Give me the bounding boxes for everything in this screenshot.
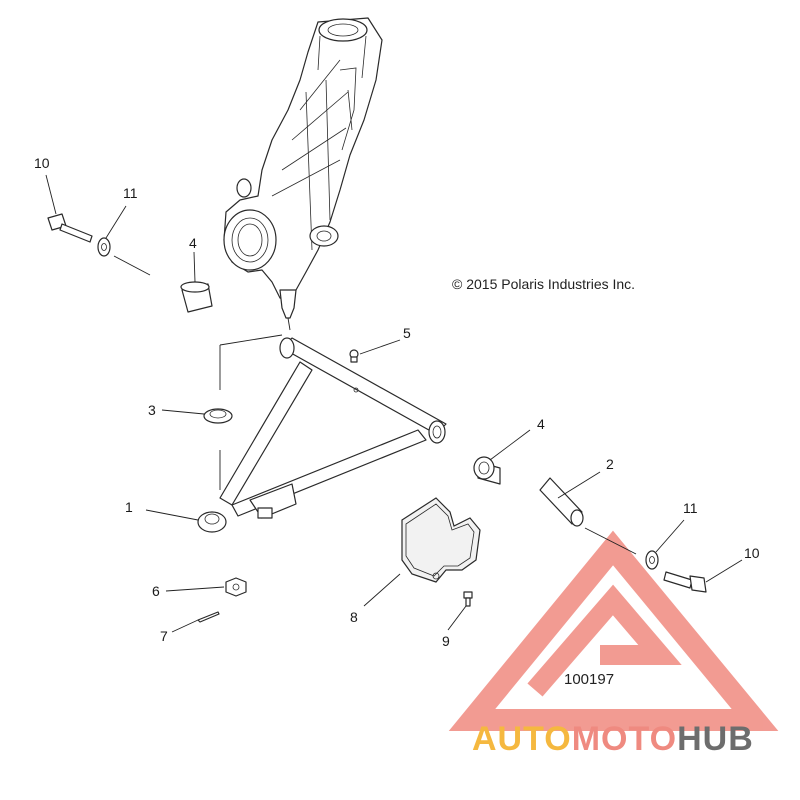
- bushing-top: [180, 281, 213, 313]
- watermark-moto: MOTO: [572, 720, 677, 758]
- svg-text:AUTOMOTOHUB: AUTOMOTOHUB: [472, 720, 754, 758]
- callout-5: 5: [403, 325, 411, 341]
- figure-number: 100197: [564, 671, 614, 688]
- callout-1: 1: [125, 499, 133, 515]
- callout-11-left: 11: [123, 185, 138, 201]
- nut-6: [225, 577, 247, 597]
- watermark-hub: HUB: [677, 720, 754, 758]
- callout-8: 8: [350, 609, 358, 625]
- callout-leaders: [45, 174, 743, 633]
- a-arm: [197, 337, 447, 533]
- assembly-lines: [113, 255, 637, 555]
- callout-2: 2: [606, 456, 614, 472]
- grease-fitting-5: [349, 349, 359, 363]
- callout-7: 7: [160, 628, 168, 644]
- bushing-right: [473, 456, 501, 485]
- bolt-10-left: [47, 213, 93, 243]
- bolt-10-right: [663, 571, 707, 593]
- copyright-notice: © 2015 Polaris Industries Inc.: [452, 276, 635, 292]
- callout-3: 3: [148, 402, 156, 418]
- callout-4-right: 4: [537, 416, 545, 432]
- callout-9: 9: [442, 633, 450, 649]
- watermark-text: AUTOMOTOHUB: [472, 720, 754, 758]
- washer-11-left: [97, 237, 111, 257]
- washer-11-right: [645, 550, 659, 570]
- callout-4-top: 4: [189, 235, 197, 251]
- callout-10-left: 10: [34, 155, 50, 171]
- callout-6: 6: [152, 583, 160, 599]
- callout-labels: 10 11 4 5 3 4 2 1 11 10 6 8 7 9: [34, 155, 760, 649]
- watermark-logo: [448, 530, 779, 731]
- watermark-auto: AUTO: [472, 720, 572, 758]
- screw-9: [463, 591, 473, 607]
- sleeve-2: [539, 477, 584, 527]
- guard-plate-8: [401, 497, 481, 583]
- cotter-pin-7: [197, 611, 220, 623]
- callout-11-right: 11: [683, 500, 698, 516]
- steering-knuckle: [223, 17, 383, 319]
- callout-10-right: 10: [744, 545, 760, 561]
- cup-3: [203, 408, 233, 424]
